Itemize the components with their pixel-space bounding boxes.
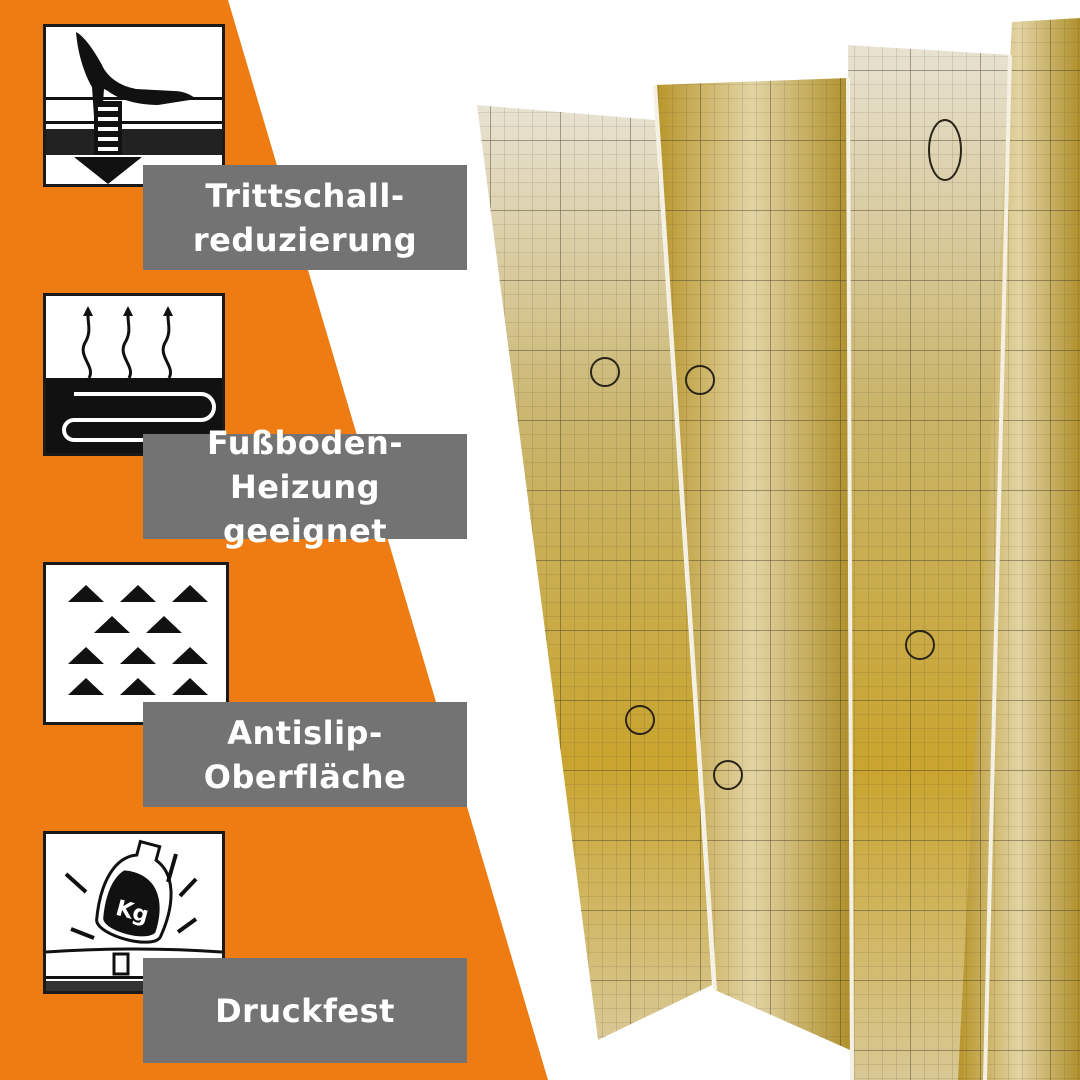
feature-label-line1: Antislip- [227,713,383,752]
feature-label-line1: Trittschall- [205,176,405,215]
footstep-sound-icon-box [43,24,225,187]
high-heel-footstep-sound-icon [46,32,222,184]
antislip-triangles-icon [68,585,208,695]
feature-label-druckfest: Druckfest [143,958,467,1063]
pressure-icon-box: Kg [43,831,225,994]
heating-icon-box [43,293,225,456]
feature-label-antislip: Antislip- Oberfläche [143,702,467,807]
feature-label-line2: Heizung geeignet [223,467,387,550]
antislip-icon-box [43,562,229,725]
feature-label-line2: Oberfläche [203,757,407,796]
feature-label-line1: Druckfest [215,991,395,1030]
weight-kg-pressure-icon: Kg [46,839,222,991]
feature-label-line2: reduzierung [192,220,418,259]
product-photo-foil-rolls [477,18,1080,1080]
feature-label-line1: Fußboden- [206,423,404,462]
feature-label-trittschall: Trittschall- reduzierung [143,165,467,270]
underfloor-heating-icon [46,306,222,453]
feature-label-fussbodenheizung: Fußboden- Heizung geeignet [143,424,467,550]
